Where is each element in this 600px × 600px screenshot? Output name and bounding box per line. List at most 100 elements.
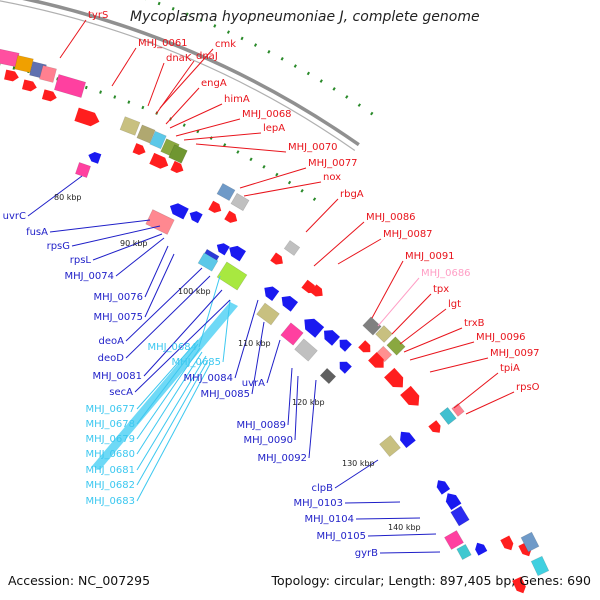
reverse-label-leader [136, 351, 203, 455]
reverse-label-leader [355, 517, 421, 520]
reverse-gene-label: MHJ_0074 [64, 271, 114, 282]
reverse-gene-arrow [304, 318, 325, 338]
forward-gene-label: MHJ_0070 [288, 142, 338, 153]
forward-gene-label: tyrS [88, 10, 108, 21]
reverse-label-leader [136, 355, 207, 471]
forward-label-leader [111, 47, 137, 87]
reverse-gene-label: secA [109, 387, 133, 398]
forward-gene-label: cmk [215, 39, 236, 50]
feature-box [136, 124, 156, 144]
forward-gene-arrow [310, 284, 323, 297]
reverse-label-leader [115, 237, 165, 277]
reverse-label-leader [49, 219, 151, 233]
reverse-gene-arrow [445, 493, 462, 510]
reverse-label-leader [143, 289, 223, 377]
reverse-label-leader [294, 375, 299, 441]
reverse-label-leader [136, 359, 209, 486]
forward-label-leader [305, 198, 339, 233]
reverse-gene-label: MHJ_0683 [85, 496, 135, 507]
feature-box [379, 434, 401, 458]
forward-label-leader [243, 181, 322, 197]
reverse-gene-arrow [229, 245, 246, 262]
reverse-gene-label: MHJ_0089 [236, 420, 286, 431]
reverse-gene-label: MHJ_0090 [243, 435, 293, 446]
forward-gene-label: MHJ_0061 [138, 38, 188, 49]
forward-label-leader [239, 167, 307, 189]
feature-box [230, 192, 250, 212]
feature-box [456, 543, 472, 561]
forward-gene-arrow [4, 69, 19, 82]
reverse-gene-label: rpsG [47, 241, 70, 252]
feature-box [256, 302, 280, 326]
reverse-label-leader [367, 533, 437, 537]
feature-box [386, 336, 406, 356]
forward-gene-arrow [74, 107, 100, 127]
forward-gene-label: MHJ_0686 [421, 268, 471, 279]
scale-label: 120 kbp [292, 398, 325, 407]
reverse-label-leader [308, 379, 317, 459]
backbone-layer [0, 0, 360, 151]
reverse-label-leader [266, 339, 281, 384]
scale-label: 130 kbp [342, 459, 375, 468]
forward-label-leader [465, 391, 515, 415]
reverse-gene-label: MHJ_0681 [85, 465, 135, 476]
reverse-label-leader [222, 299, 231, 363]
forward-label-leader [429, 357, 489, 373]
reverse-gene-label: MHJ_0105 [316, 531, 366, 542]
reverse-gene-label: MHJ_0084 [183, 373, 233, 384]
forward-gene-label: nox [323, 172, 341, 183]
reverse-gene-arrow [339, 361, 352, 374]
feature-box [216, 261, 248, 291]
reverse-gene-label: deoA [99, 336, 125, 347]
forward-gene-label: tpiA [500, 363, 520, 374]
scale-label: 90 kbp [120, 239, 148, 248]
feature-box [145, 209, 175, 235]
forward-gene-arrow [270, 252, 283, 265]
feature-box [530, 555, 550, 577]
scale-label: 100 kbp [178, 287, 211, 296]
reverse-gene-label: deoD [98, 353, 125, 364]
feature-box [451, 403, 465, 417]
reverse-label-leader [27, 175, 83, 217]
forward-gene-arrow [132, 143, 146, 156]
forward-gene-label: engA [201, 78, 227, 89]
reverse-gene-label: uvrA [242, 378, 265, 389]
reverse-gene-label: MHJ_0104 [304, 514, 354, 525]
feature-box [283, 240, 301, 256]
reverse-gene-arrow [436, 480, 451, 495]
forward-label-leader [169, 103, 223, 129]
forward-gene-arrow [358, 340, 371, 353]
reverse-gene-label: gyrB [355, 548, 378, 559]
map-title: Mycoplasma hyopneumoniae J, complete gen… [130, 9, 480, 25]
forward-label-leader [159, 48, 214, 109]
reverse-label-leader [234, 299, 259, 379]
scale-label: 110 kbp [238, 339, 271, 348]
feature-box [520, 531, 540, 553]
feature-box [280, 322, 304, 346]
forward-gene-label: MHJ_0097 [490, 348, 540, 359]
forward-gene-label: MHJ_0068 [242, 109, 292, 120]
reverse-gene-label: uvrC [3, 211, 26, 222]
feature-box [450, 505, 470, 527]
reverse-label-leader [344, 501, 401, 504]
reverse-label-leader [136, 363, 211, 502]
forward-gene-arrow [400, 385, 420, 406]
gc-dotted-ring [144, 0, 379, 119]
label-leaders-layer [27, 19, 515, 554]
feature-box [444, 530, 464, 550]
forward-gene-label: tpx [433, 284, 449, 295]
forward-label-leader [399, 308, 447, 345]
reverse-gene-label: MHJ_0085 [200, 389, 250, 400]
forward-gene-arrow [384, 367, 404, 388]
reverse-gene-arrow [324, 330, 340, 346]
reverse-gene-label: MHJ_0684 [147, 342, 197, 353]
forward-gene-arrow [368, 352, 384, 368]
reverse-gene-label: MHJ_0679 [85, 434, 135, 445]
forward-gene-label: rpsO [516, 382, 540, 393]
scale-label: 80 kbp [54, 193, 82, 202]
feature-box [197, 252, 219, 272]
reverse-label-leader [251, 321, 265, 395]
forward-label-leader [337, 238, 382, 265]
forward-label-leader [313, 221, 365, 267]
